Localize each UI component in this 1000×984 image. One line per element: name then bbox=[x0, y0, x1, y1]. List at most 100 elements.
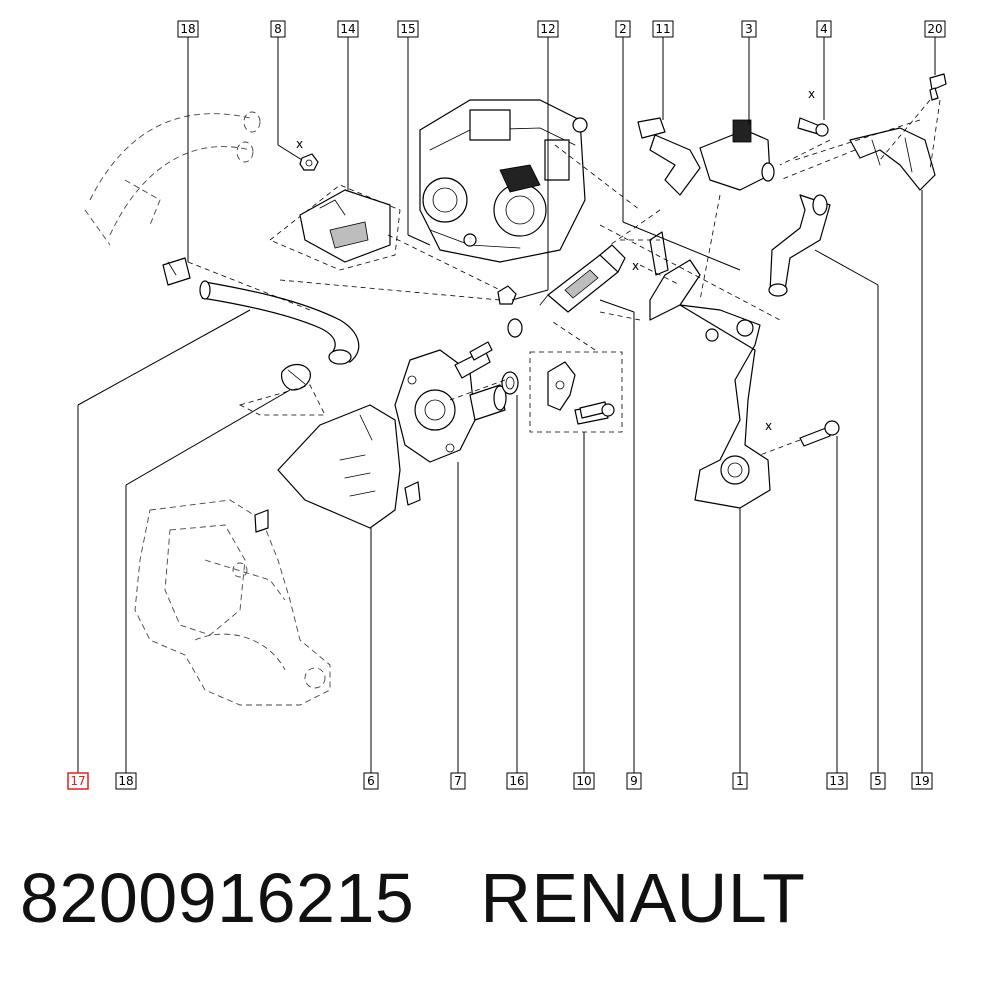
clip-18-top bbox=[162, 257, 191, 286]
callout-20: 20 bbox=[924, 20, 946, 38]
callout-10: 10 bbox=[573, 772, 595, 790]
callout-label: 2 bbox=[619, 22, 627, 36]
callout-box bbox=[732, 772, 748, 790]
callout-label: 7 bbox=[454, 774, 462, 788]
callout-label: 5 bbox=[874, 774, 882, 788]
callout-box bbox=[816, 20, 832, 38]
leader-lines-top bbox=[187, 37, 936, 301]
callout-label: 18 bbox=[118, 774, 133, 788]
callout-19: 19 bbox=[911, 772, 933, 790]
callout-label: 8 bbox=[274, 22, 282, 36]
callout-box bbox=[652, 20, 674, 38]
callout-box bbox=[626, 772, 642, 790]
callout-6: 6 bbox=[363, 772, 379, 790]
callout-box bbox=[826, 772, 848, 790]
clip-18-lower bbox=[238, 363, 326, 416]
coolant-pipe-17 bbox=[199, 280, 360, 365]
engine-block-ghost bbox=[134, 499, 331, 706]
callout-box bbox=[506, 772, 528, 790]
sensor-3 bbox=[699, 119, 775, 191]
callout-label: 20 bbox=[927, 22, 942, 36]
hose-5 bbox=[768, 194, 831, 297]
callout-label: 6 bbox=[367, 774, 375, 788]
callout-17: 17 bbox=[67, 772, 89, 790]
callout-label: 13 bbox=[829, 774, 844, 788]
callout-box bbox=[363, 772, 379, 790]
egr-valve-7 bbox=[394, 349, 507, 463]
bolt-4 bbox=[797, 117, 829, 137]
callout-box bbox=[741, 20, 757, 38]
callout-label: 1 bbox=[736, 774, 744, 788]
coolant-hoses-ghost bbox=[84, 111, 261, 246]
callout-label: 12 bbox=[540, 22, 555, 36]
callout-label: 10 bbox=[576, 774, 591, 788]
brand-name: RENAULT bbox=[480, 859, 806, 937]
nut-8 bbox=[299, 153, 319, 171]
axis-mark: x bbox=[808, 87, 815, 101]
clamp-19 bbox=[849, 127, 936, 191]
axis-marks: x x x x bbox=[296, 87, 815, 433]
leader-lines-bottom bbox=[77, 190, 923, 773]
callout-16: 16 bbox=[506, 772, 528, 790]
callout-box bbox=[337, 20, 359, 38]
callout-1: 1 bbox=[732, 772, 748, 790]
callout-label: 3 bbox=[745, 22, 753, 36]
connector-11 bbox=[637, 117, 701, 196]
injector-group-10 bbox=[529, 351, 623, 433]
seal-16 bbox=[501, 371, 519, 395]
bolt-13 bbox=[799, 420, 840, 447]
callout-label: 18 bbox=[180, 22, 195, 36]
bolt-egr bbox=[469, 341, 615, 419]
assembly-lines bbox=[187, 99, 941, 456]
callouts-top: 18 8 14 15 12 2 11 3 4 20 bbox=[177, 20, 946, 38]
callout-box bbox=[924, 20, 946, 38]
bracket-1 bbox=[649, 231, 771, 509]
callout-18: 18 bbox=[115, 772, 137, 790]
callout-box bbox=[615, 20, 631, 38]
callout-label: 11 bbox=[655, 22, 670, 36]
injection-pump bbox=[419, 99, 588, 263]
parts-diagram: x x x x 18 8 14 1 bbox=[67, 20, 947, 790]
callout-5: 5 bbox=[870, 772, 886, 790]
heat-shield-14 bbox=[269, 184, 401, 271]
callout-box bbox=[911, 772, 933, 790]
callout-7: 7 bbox=[450, 772, 466, 790]
bolt-20 bbox=[929, 73, 947, 101]
callout-label: 15 bbox=[400, 22, 415, 36]
axis-mark: x bbox=[296, 137, 303, 151]
callout-box bbox=[67, 772, 89, 790]
callout-box bbox=[573, 772, 595, 790]
callout-box bbox=[450, 772, 466, 790]
callout-2: 2 bbox=[615, 20, 631, 38]
callout-13: 13 bbox=[826, 772, 848, 790]
callout-15: 15 bbox=[397, 20, 419, 38]
footer: 8200916215 RENAULT bbox=[20, 858, 805, 938]
callout-12: 12 bbox=[537, 20, 559, 38]
callout-11: 11 bbox=[652, 20, 674, 38]
callout-4: 4 bbox=[816, 20, 832, 38]
callout-label: 4 bbox=[820, 22, 828, 36]
callout-label: 14 bbox=[340, 22, 355, 36]
callout-box bbox=[115, 772, 137, 790]
callout-box bbox=[537, 20, 559, 38]
callout-8: 8 bbox=[270, 20, 286, 38]
callout-label: 16 bbox=[509, 774, 524, 788]
callout-label: 9 bbox=[630, 774, 638, 788]
callout-14: 14 bbox=[337, 20, 359, 38]
callout-label: 17 bbox=[70, 774, 85, 788]
callout-18: 18 bbox=[177, 20, 199, 38]
heat-shield-6 bbox=[254, 404, 421, 533]
callout-9: 9 bbox=[626, 772, 642, 790]
part-number: 8200916215 bbox=[20, 859, 415, 937]
callout-label: 19 bbox=[914, 774, 929, 788]
callout-box bbox=[270, 20, 286, 38]
callout-box bbox=[870, 772, 886, 790]
callout-3: 3 bbox=[741, 20, 757, 38]
axis-mark: x bbox=[765, 419, 772, 433]
callouts-bottom: 17 18 6 7 16 10 9 1 13 5 19 bbox=[67, 772, 933, 790]
callout-box bbox=[177, 20, 199, 38]
callout-box bbox=[397, 20, 419, 38]
injector-9 bbox=[539, 244, 626, 313]
axis-mark: x bbox=[632, 259, 639, 273]
washer-12 bbox=[497, 285, 523, 338]
